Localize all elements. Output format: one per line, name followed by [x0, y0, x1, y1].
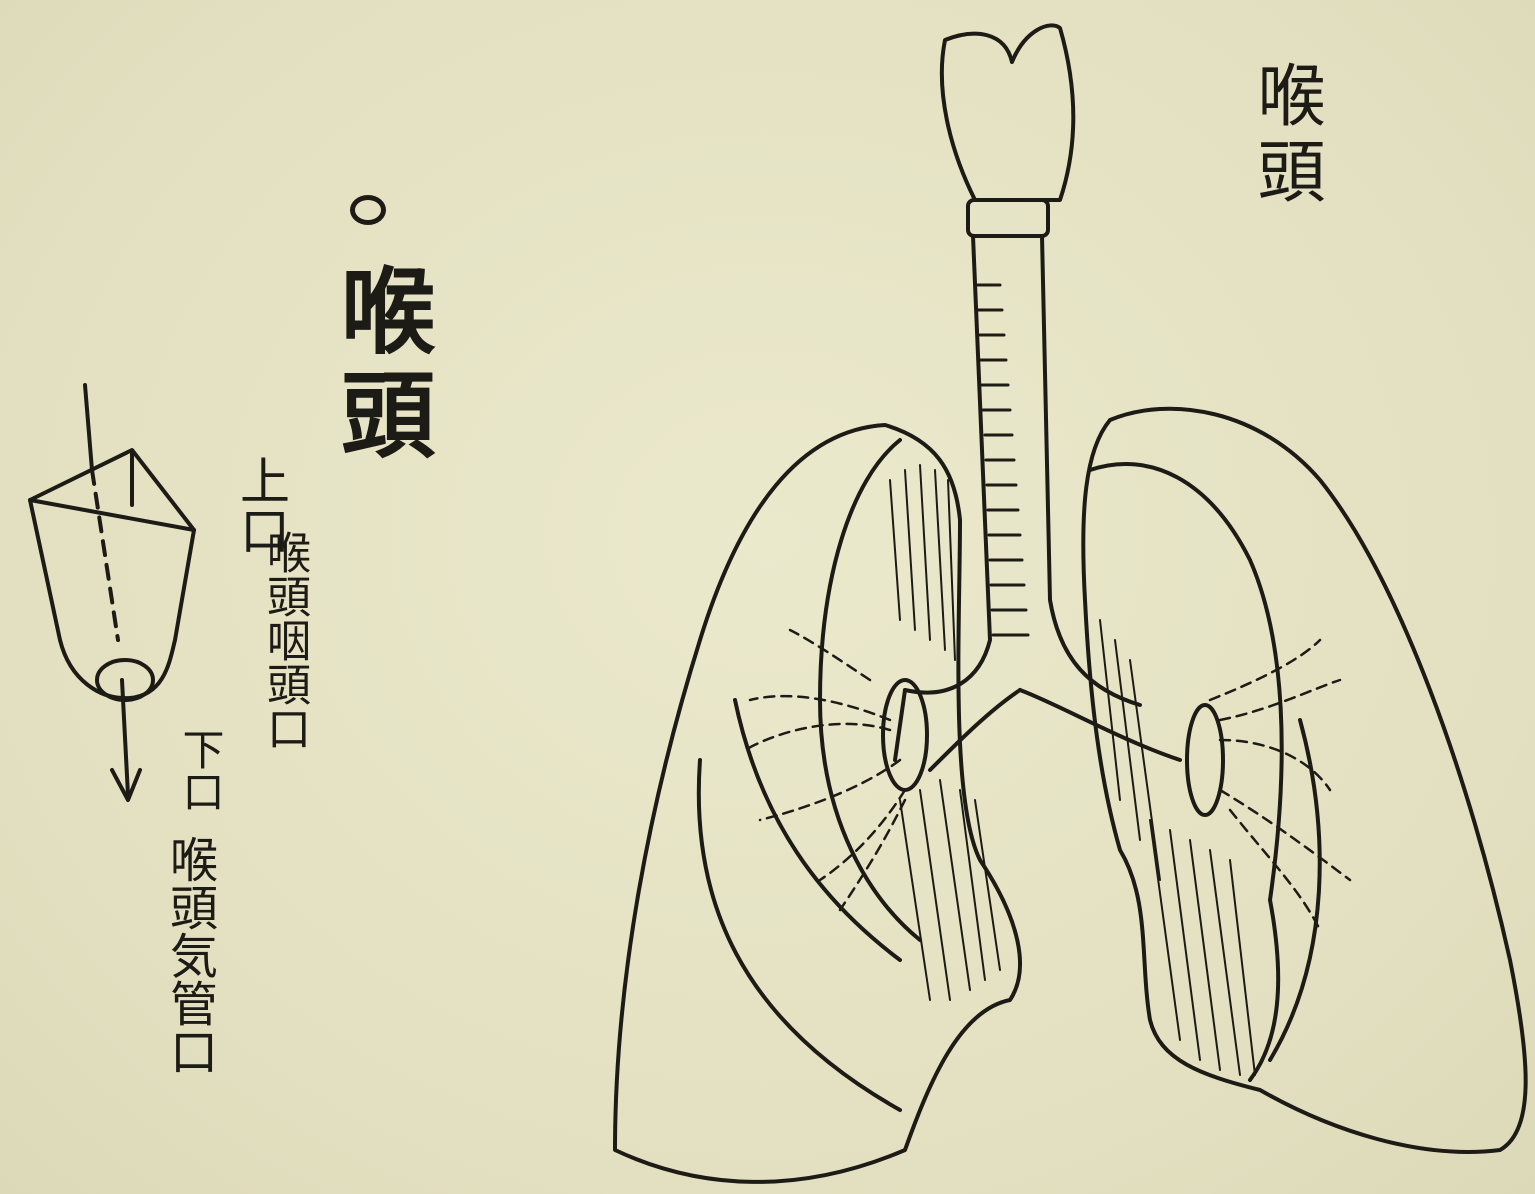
right-hilum-ring: [1187, 705, 1223, 815]
cricoid-cartilage: [968, 200, 1048, 236]
right-lung-fissure: [1090, 464, 1282, 900]
left-bronchus-lower: [895, 690, 905, 760]
trachea-rings: [978, 285, 1028, 635]
pulmonary-vessels: [745, 630, 1350, 930]
arrow-shaft-top: [85, 385, 92, 470]
arrow-shaft-hidden: [92, 470, 118, 640]
right-lung-outline: [1083, 409, 1525, 1152]
larynx-top-face: [30, 450, 194, 530]
thyroid-cartilage: [942, 25, 1073, 200]
circle-mark: [350, 195, 386, 225]
lower-opening: [97, 660, 153, 700]
trachea-left-wall: [905, 236, 990, 693]
lower-desc-label: 喉頭気管口: [165, 835, 213, 1075]
heading-label: 喉頭: [312, 262, 448, 470]
upper-desc-label: 喉頭咽頭口: [262, 530, 306, 750]
larynx-label: 喉頭: [1235, 60, 1334, 212]
left-bronchus-inner: [930, 690, 1020, 770]
left-lung-hatching: [890, 465, 1000, 1000]
lower-mark-label: 下口: [170, 728, 231, 812]
right-lung-hatching: [1100, 620, 1255, 1075]
